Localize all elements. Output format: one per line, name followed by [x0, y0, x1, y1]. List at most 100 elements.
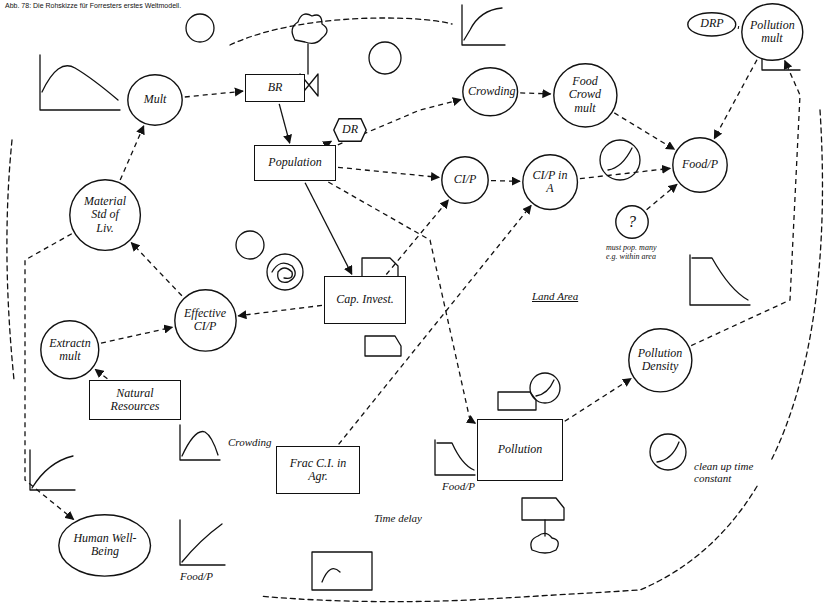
node-label: Cap. Invest. — [336, 293, 394, 306]
auxiliary-circle: Human Well-Being — [58, 514, 151, 577]
node-label: Food/P — [682, 158, 718, 171]
node-label: Extractn mult — [49, 337, 91, 363]
auxiliary-circle: Mult — [127, 74, 183, 126]
node-label: CI/P in A — [531, 169, 569, 195]
level-box — [365, 336, 401, 356]
node-label: Effective CI/P — [182, 307, 228, 333]
information-link — [238, 305, 322, 315]
circle-outline — [59, 514, 151, 575]
circle-outline — [41, 321, 99, 379]
dashed-loop — [260, 110, 822, 602]
node-text-block: Extractn mult — [49, 337, 91, 363]
node-label: Pollution Density — [636, 347, 684, 373]
graph-curve — [657, 442, 679, 462]
node-text-block: Population — [268, 156, 321, 169]
node-label: DRP — [700, 17, 723, 30]
note-label: clean up time constant — [692, 460, 778, 484]
auxiliary-circle: DRP — [687, 12, 737, 37]
empty-circle — [186, 14, 214, 42]
node-text-block: CI/P in A — [531, 169, 569, 195]
node-text-block: ? — [628, 213, 636, 231]
note-label: Time delay — [372, 512, 424, 524]
information-link — [520, 93, 550, 94]
graph-axes — [180, 425, 220, 460]
stock-box: Natural Resources — [89, 380, 181, 420]
node-label: Natural Resources — [96, 387, 174, 413]
auxiliary-circle: Food Crowd mult — [553, 63, 618, 128]
auxiliary-circle: ? — [615, 205, 649, 239]
graph-axes — [435, 440, 475, 475]
node-text-block: Material Std of Liv. — [81, 195, 129, 235]
graph-axes — [690, 255, 750, 305]
note-label: Food/P — [440, 480, 477, 492]
auxiliary-circle: Pollution Density — [628, 328, 693, 393]
figure-title: Abb. 78: Die Rohskizze für Forresters er… — [4, 2, 182, 9]
node-text-block: Mult — [144, 93, 167, 106]
circle-outline — [628, 328, 691, 391]
graph-curve — [322, 569, 340, 582]
circle-outline — [174, 289, 235, 350]
empty-circle — [369, 42, 401, 74]
node-label: Food Crowd mult — [566, 75, 604, 115]
graph-axes — [180, 520, 225, 565]
graph-curve — [182, 524, 222, 562]
auxiliary-circle: Material Std of Liv. — [69, 179, 141, 251]
flow-line — [544, 520, 545, 536]
information-link — [131, 243, 182, 296]
node-label: BR — [268, 81, 283, 94]
node-label: Population — [268, 156, 321, 169]
node-text-block: Effective CI/P — [182, 307, 228, 333]
node-text-block: Food Crowd mult — [566, 75, 604, 115]
information-link — [580, 168, 670, 178]
graph-curve — [182, 432, 218, 457]
node-text-block: CI/P — [454, 173, 477, 186]
auxiliary-circle: CI/P in A — [522, 154, 578, 210]
information-link — [691, 61, 800, 346]
note-label: must pop. many e.g. within area — [604, 244, 670, 262]
node-label: CI/P — [454, 173, 477, 186]
node-text-block: Frac C.I. in Agr. — [283, 457, 353, 483]
information-link — [386, 200, 448, 275]
level-box — [498, 392, 536, 410]
graph-curve — [42, 66, 118, 100]
level-box — [312, 552, 372, 590]
scribble-circle — [267, 254, 303, 290]
information-link — [491, 180, 520, 182]
dashed-loop — [7, 140, 14, 380]
auxiliary-circle: CI/P — [441, 156, 489, 204]
empty-circle — [236, 231, 264, 259]
level-box — [362, 258, 398, 278]
circle-outline — [616, 206, 648, 238]
information-link — [101, 327, 172, 343]
information-link — [185, 91, 243, 97]
graph-curve — [32, 456, 73, 488]
note-label: Land Area — [530, 290, 580, 302]
stock-box: BR — [245, 74, 305, 102]
flow-arrow — [279, 104, 290, 143]
circle-outline — [463, 68, 518, 116]
node-label: DR — [342, 123, 358, 136]
circle-outline — [741, 4, 802, 61]
flow-line — [307, 44, 308, 74]
information-link — [614, 113, 674, 149]
information-link — [95, 369, 107, 378]
node-label: Pollution — [498, 443, 543, 456]
graph-curve — [536, 380, 554, 396]
information-link — [714, 60, 757, 139]
graph-curve — [608, 148, 632, 170]
dashed-loop — [230, 18, 452, 45]
circle-outline — [70, 180, 141, 251]
node-text-block: Crowding — [468, 85, 512, 98]
circle-outline — [128, 75, 182, 125]
level-box — [522, 498, 564, 520]
node-text-block: Pollution — [498, 443, 543, 456]
rate-valve: DR — [333, 118, 367, 142]
graph-curve — [464, 8, 502, 40]
information-link — [647, 184, 677, 210]
node-label: Human Well-Being — [69, 532, 141, 558]
stock-box: Population — [254, 145, 336, 181]
node-text-block: Food/P — [682, 158, 718, 171]
flow-arrow — [305, 183, 352, 274]
auxiliary-circle: Crowding — [462, 67, 518, 117]
auxiliary-circle: Pollution mult — [741, 3, 804, 61]
